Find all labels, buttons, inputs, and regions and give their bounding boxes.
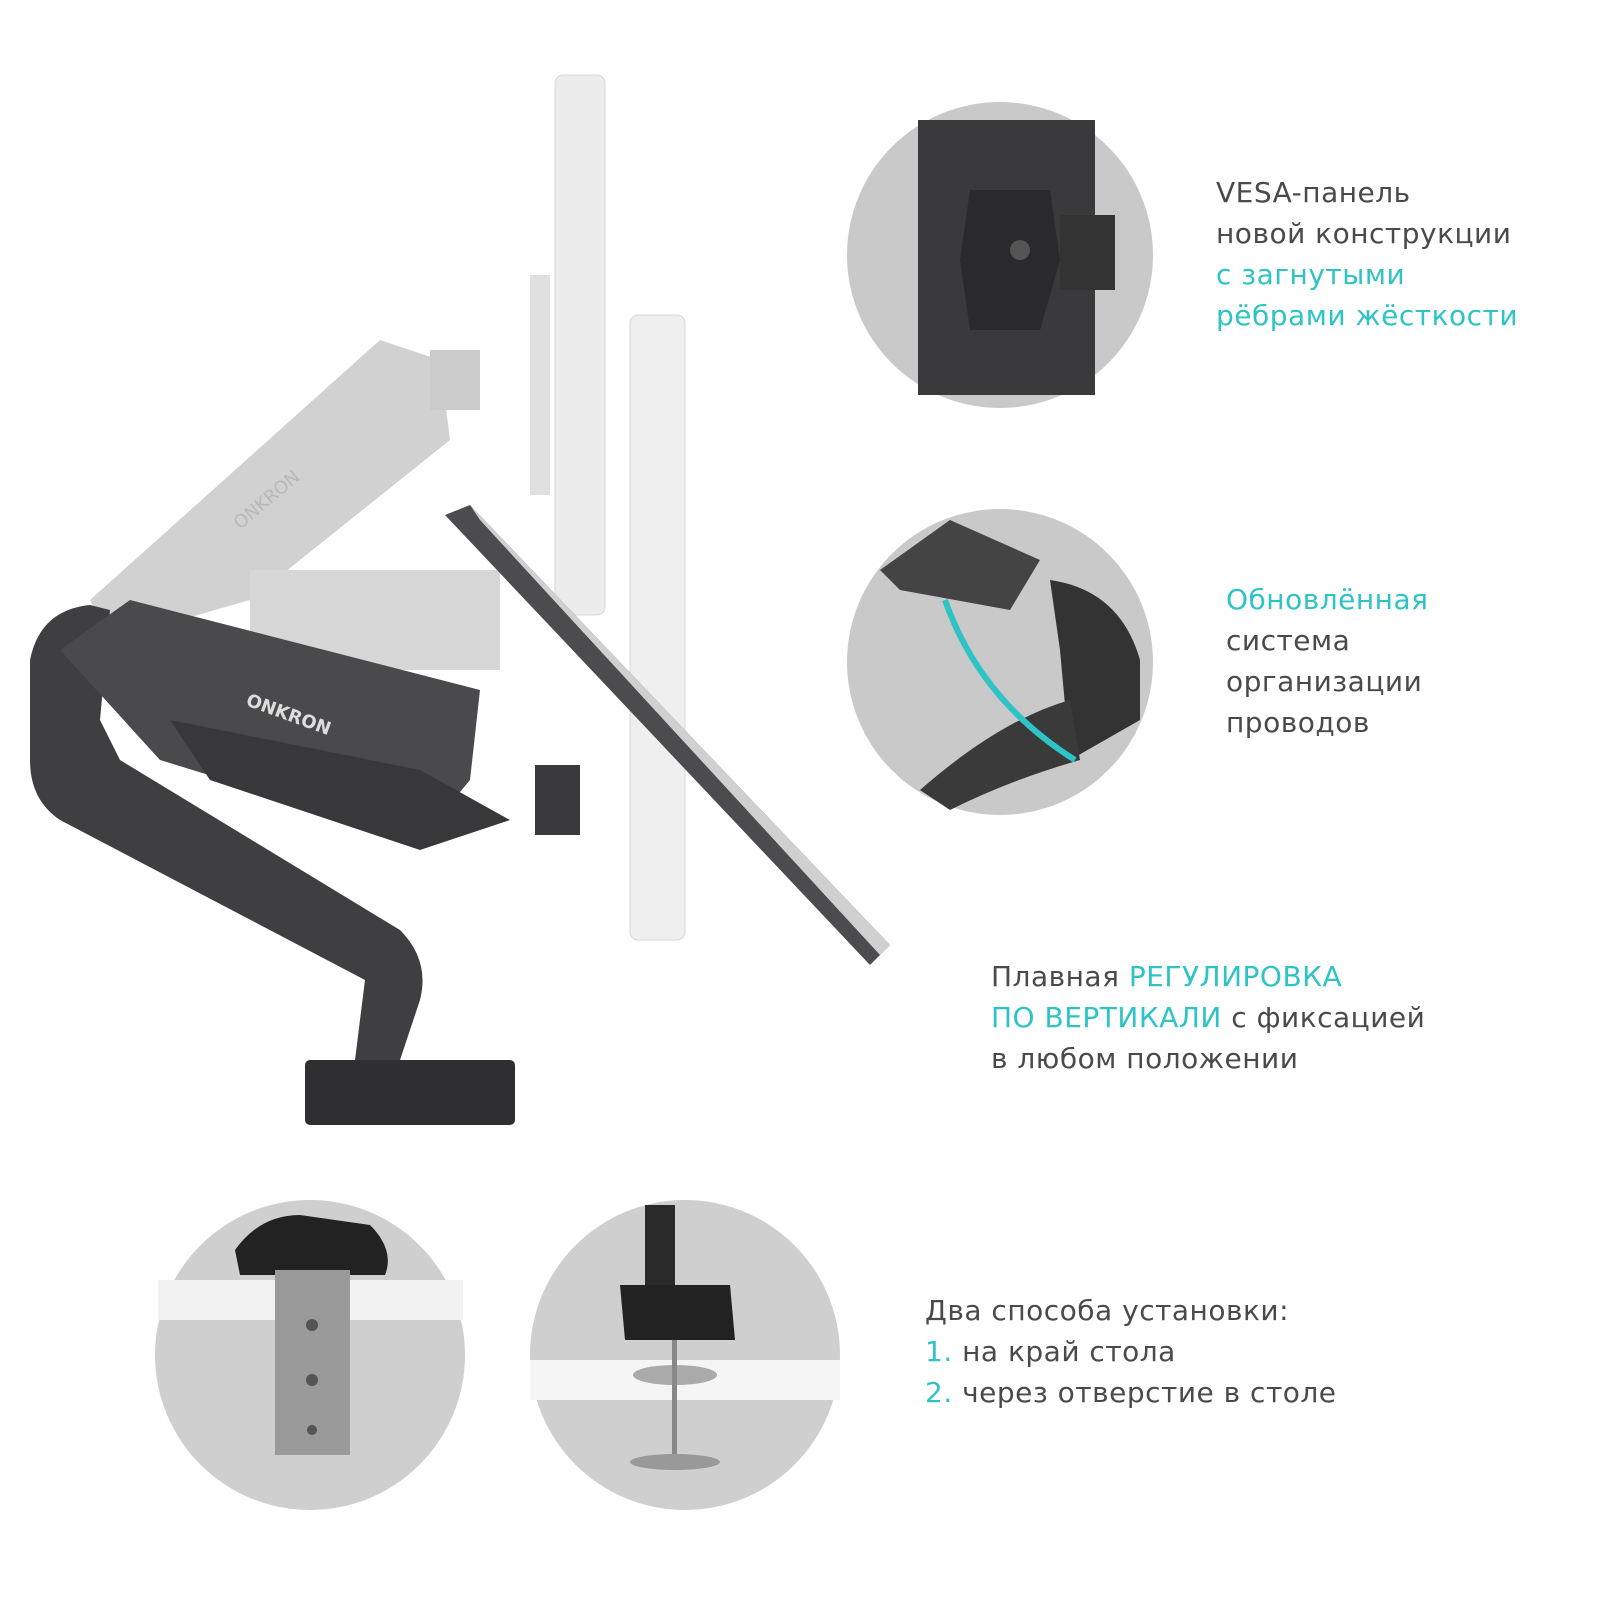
vesa-plate-closeup [847,102,1153,408]
through-desk-mount-closeup [530,1200,840,1510]
feature-vesa-text: VESA-панель новой конструкции с загнутым… [1216,176,1519,332]
feature-mounting-text: Два способа установки: 1. на край стола … [925,1294,1337,1409]
desk-edge-clamp-closeup [155,1200,465,1510]
feature-cables-text: Обновлённая система организации проводов [1226,583,1429,739]
monitor-arm: ONKRON [30,505,890,1125]
feature-height-text: Плавная РЕГУЛИРОВКА ПО ВЕРТИКАЛИ с фикса… [991,960,1426,1075]
cable-management-closeup [847,509,1153,815]
